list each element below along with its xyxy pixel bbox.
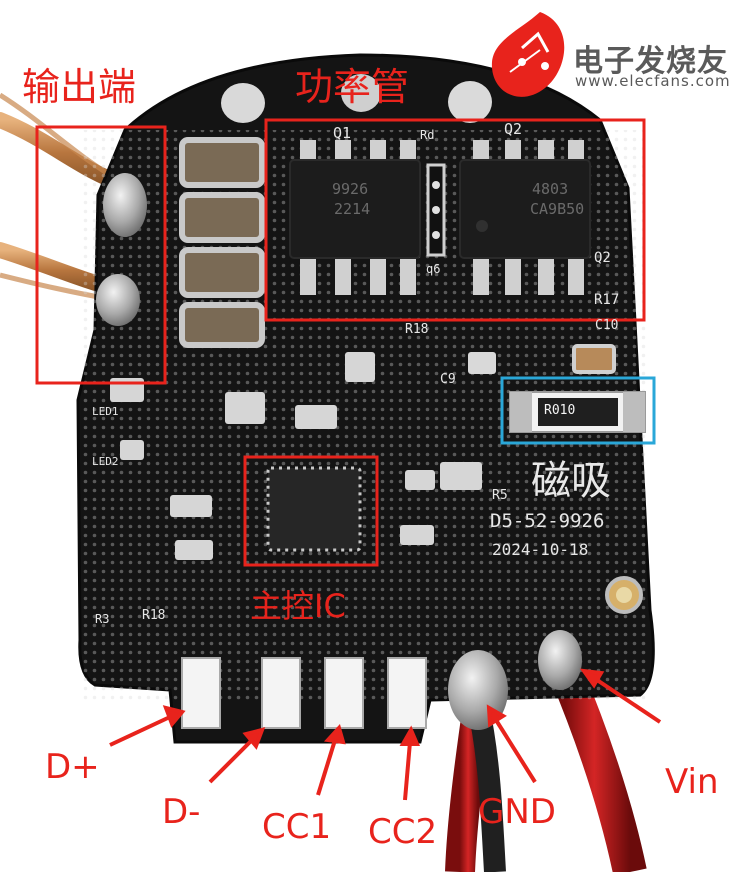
brand-name: 电子发烧友 xyxy=(573,44,728,79)
label-cc1: CC1 xyxy=(262,807,332,847)
silk-r3: R3 xyxy=(95,612,110,626)
sense-resistor xyxy=(509,391,646,433)
mosfet-q2 xyxy=(459,140,591,295)
silk-model: D5-52-9926 xyxy=(490,510,605,532)
label-output-terminal: 输出端 xyxy=(22,65,137,109)
label-vin: Vin xyxy=(665,762,719,802)
label-cc2: CC2 xyxy=(368,812,438,852)
silk-q6: q6 xyxy=(426,262,441,276)
output-capacitors xyxy=(179,137,265,348)
smd-parts xyxy=(110,352,482,560)
label-gnd: GND xyxy=(478,792,556,832)
silk-c9: C9 xyxy=(440,372,456,387)
main-ic-box xyxy=(243,455,379,567)
sense-resistor-marking: R010 xyxy=(544,403,576,418)
brand-url: www.elecfans.com xyxy=(575,72,731,90)
main-ic xyxy=(266,466,362,552)
label-main-ic: 主控IC xyxy=(250,587,346,625)
silk-r5: R5 xyxy=(492,488,508,503)
q1-ref: Q1 xyxy=(333,124,352,142)
usb-connector-pads xyxy=(181,657,427,729)
brand-logo-icon xyxy=(491,12,565,97)
q1-marking-line2: 2214 xyxy=(334,200,371,218)
mosfet-q1 xyxy=(289,140,421,295)
q1-marking-line1: 9926 xyxy=(332,180,369,198)
annotation-arrows xyxy=(109,668,662,801)
silk-c2: C2 xyxy=(343,80,360,96)
silk-q2-side: Q2 xyxy=(594,250,611,266)
silk-chinese-mark: 磁吸 xyxy=(531,458,611,504)
silk-r18: R18 xyxy=(405,322,429,337)
power-mosfet-box xyxy=(264,118,646,322)
q2-ref: Q2 xyxy=(504,120,523,138)
silk-r17: R17 xyxy=(594,292,620,308)
label-d-plus: D+ xyxy=(45,747,100,787)
q2-marking-line2: CA9B50 xyxy=(530,200,585,218)
sense-resistor-box xyxy=(500,376,656,445)
silk-c10: C10 xyxy=(595,318,619,333)
silk-led1: LED1 xyxy=(92,405,119,418)
silk-led2: LED2 xyxy=(92,455,119,468)
q2-marking-line1: 4803 xyxy=(532,180,569,198)
label-d-minus: D- xyxy=(162,792,201,832)
output-terminal-box xyxy=(35,125,167,385)
silk-rd: Rd xyxy=(420,128,435,142)
label-power-mosfet: 功率管 xyxy=(295,65,410,109)
silk-date: 2024-10-18 xyxy=(492,540,589,559)
silk-r18-bottom: R18 xyxy=(142,608,166,623)
